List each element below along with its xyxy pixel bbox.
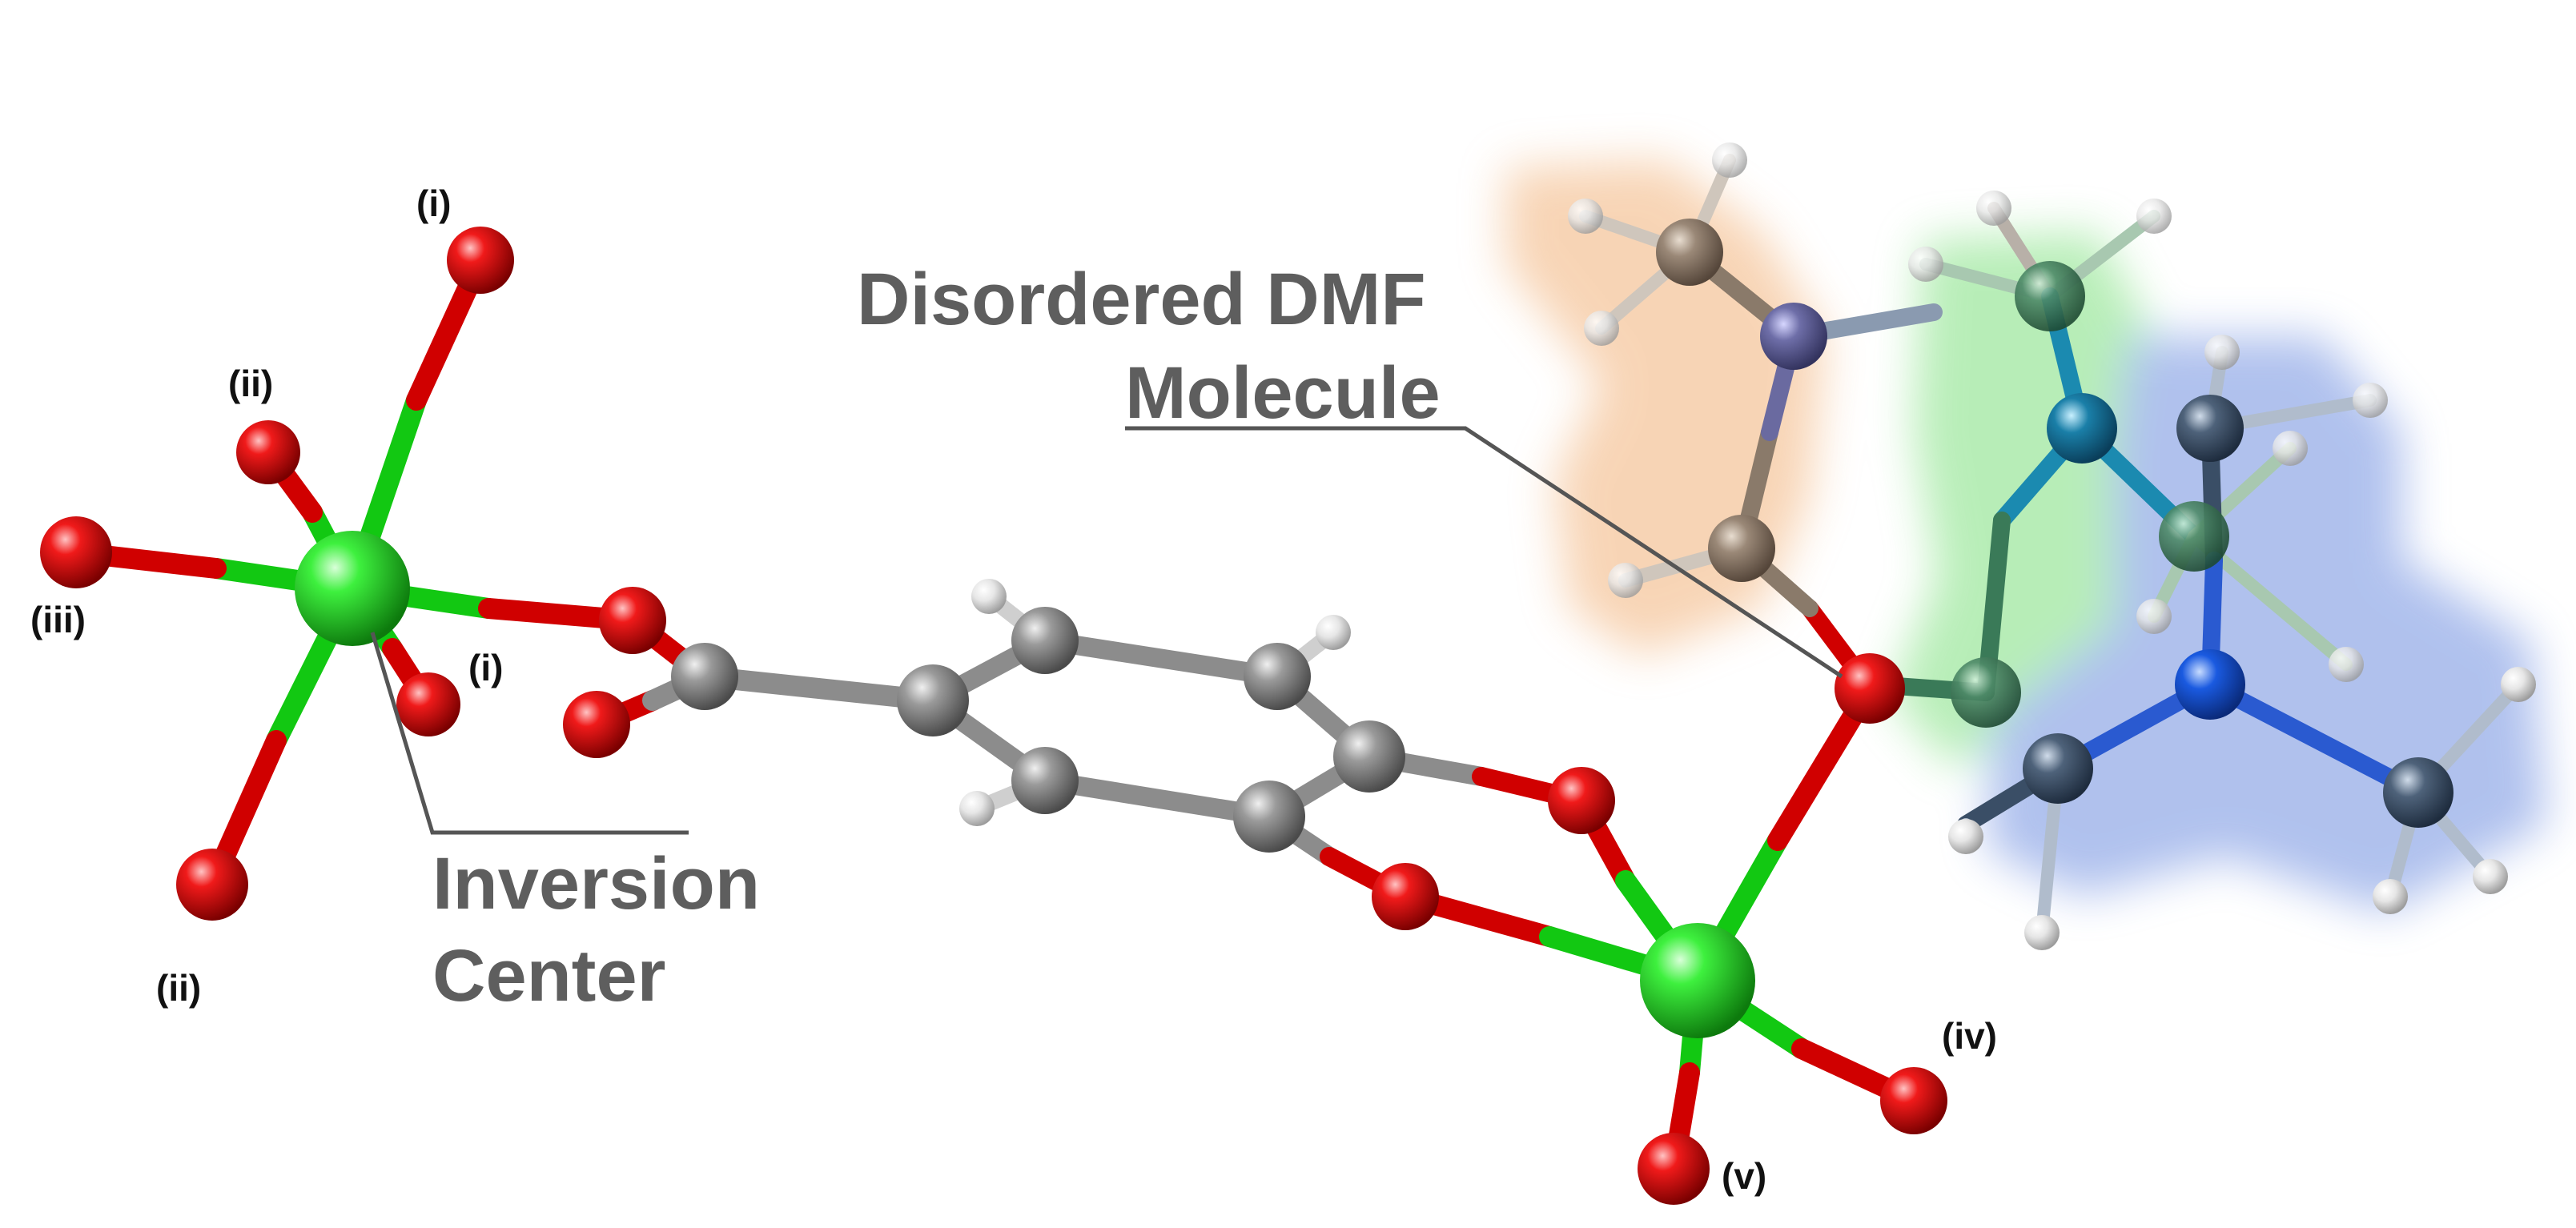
hydrogen-atom <box>2204 335 2240 370</box>
hydrogen-atom <box>2329 647 2364 682</box>
metal-atom-right <box>1640 923 1755 1038</box>
oxygen-atom <box>1638 1133 1710 1205</box>
hydrogen-atom <box>1948 819 1983 854</box>
symmetry-label: (i) <box>416 183 451 224</box>
hydrogen-atom <box>1908 247 1943 282</box>
oxygen-atom <box>40 516 112 588</box>
carbon-atom <box>2176 395 2244 462</box>
hydrogen-atom <box>2501 667 2536 702</box>
symmetry-labels: (i) (ii) (iii) (i) (ii) (iv) (v) <box>30 183 1997 1197</box>
oxygen-atom <box>396 672 460 736</box>
carbon-atom <box>1011 607 1079 674</box>
hydrogen-atom <box>1316 615 1351 650</box>
carbon-atom <box>2383 757 2453 828</box>
symmetry-label: (iv) <box>1942 1015 1997 1057</box>
oxygen-atom <box>563 691 630 758</box>
leader-lines <box>370 426 1843 835</box>
carbon-atom <box>1951 657 2021 728</box>
carbon-atom <box>1244 643 1311 710</box>
oxygen-atom <box>1880 1067 1947 1134</box>
oxygen-atom <box>1548 767 1615 834</box>
inversion-label-line2: Center <box>432 935 665 1017</box>
oxygen-atom <box>599 587 666 654</box>
hydrogen-atom <box>1584 311 1619 346</box>
carbon-atom <box>2015 261 2085 331</box>
inversion-label-line1: Inversion <box>432 843 760 925</box>
atoms <box>40 142 2536 1205</box>
carbon-atom <box>671 643 738 710</box>
hydrogen-atom <box>1568 199 1603 234</box>
hydrogen-atom <box>2136 599 2172 634</box>
carbon-atom <box>1708 515 1775 582</box>
carbon-atom <box>1233 781 1305 853</box>
nitrogen-atom <box>2047 393 2117 464</box>
symmetry-label: (v) <box>1722 1155 1766 1197</box>
carbon-atom <box>1656 219 1723 286</box>
hydrogen-atom <box>1608 563 1643 598</box>
hydrogen-atom <box>1712 142 1747 178</box>
hydrogen-atom <box>2273 431 2308 466</box>
hydrogen-atom <box>959 791 995 826</box>
dmf-label-line2: Molecule <box>1125 352 1441 434</box>
oxygen-atom <box>236 420 300 484</box>
hydrogen-atom <box>2136 199 2172 234</box>
carbon-atom <box>1011 747 1079 814</box>
symmetry-label: (ii) <box>228 363 273 404</box>
inversion-leader-line <box>370 632 689 835</box>
symmetry-label: (ii) <box>156 967 201 1009</box>
carbon-atom <box>897 664 969 736</box>
oxygen-atom-dmf <box>1835 653 1905 724</box>
hydrogen-atom <box>2353 383 2388 418</box>
carbon-atom <box>2159 501 2229 572</box>
hydrogen-atom <box>1976 191 2011 226</box>
dmf-label-line1: Disordered DMF <box>857 259 1426 340</box>
oxygen-atom <box>1372 863 1439 930</box>
hydrogen-atom <box>2473 859 2508 894</box>
oxygen-atom <box>447 227 514 294</box>
hydrogen-atom <box>2024 915 2060 950</box>
hydrogen-atom <box>2373 879 2408 914</box>
annotation-labels: Disordered DMF Molecule Inversion Center <box>432 259 1441 1017</box>
metal-atom-left <box>295 531 410 646</box>
nitrogen-atom <box>1760 303 1827 370</box>
nitrogen-atom <box>2175 649 2245 720</box>
carbon-atom <box>1333 720 1405 793</box>
dmf-leader-line <box>1125 426 1843 679</box>
carbon-atom <box>2023 733 2093 804</box>
symmetry-label: (iii) <box>30 599 86 640</box>
symmetry-label: (i) <box>468 647 503 688</box>
hydrogen-atom <box>971 579 1007 614</box>
oxygen-atom <box>176 849 248 921</box>
